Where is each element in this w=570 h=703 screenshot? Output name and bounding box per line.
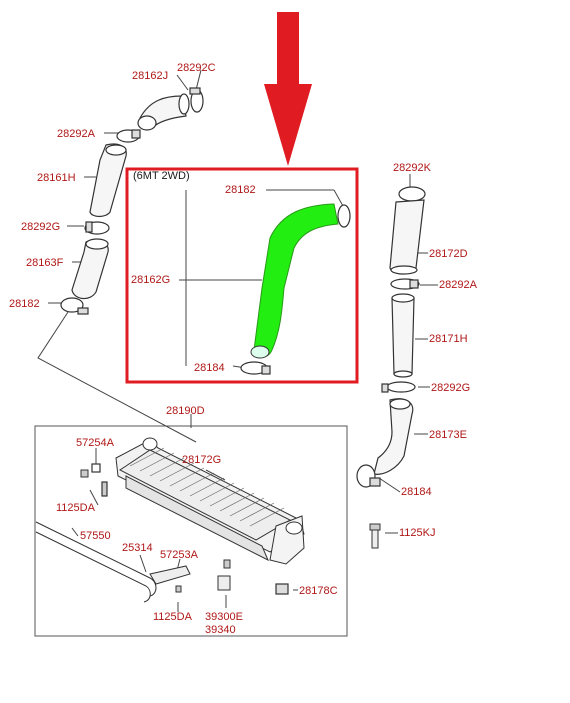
clamp-28292K xyxy=(398,186,426,202)
label-28173E: 28173E xyxy=(429,429,467,441)
clamp-28292G-right xyxy=(381,381,416,393)
label-57550: 57550 xyxy=(80,530,111,542)
label-28292A-right: 28292A xyxy=(439,279,477,291)
label-1125DA-bottom: 1125DA xyxy=(153,611,192,623)
hose-28161H xyxy=(89,143,127,218)
highlight-box xyxy=(125,167,359,384)
label-39300E: 39300E xyxy=(205,611,243,623)
label-28190D: 28190D xyxy=(166,405,205,417)
clamp-28292G-left xyxy=(84,221,110,235)
label-28161H: 28161H xyxy=(37,172,76,184)
clamp-28184-right xyxy=(356,464,381,488)
intercooler-28172G xyxy=(115,437,305,565)
clamp-28292A-left xyxy=(116,129,141,143)
hose-28163F xyxy=(71,238,109,300)
label-28182-left: 28182 xyxy=(9,298,40,310)
rod-57550 xyxy=(35,521,157,603)
label-57254A: 57254A xyxy=(76,437,114,449)
label-28172D: 28172D xyxy=(429,248,468,260)
label-28292A-left: 28292A xyxy=(57,128,95,140)
label-28172G: 28172G xyxy=(182,454,222,466)
label-57253A: 57253A xyxy=(160,549,198,561)
clamp-28292A-right xyxy=(390,278,420,290)
bolt-1125KJ xyxy=(369,523,381,549)
label-39340: 39340 xyxy=(205,624,236,636)
label-28292K: 28292K xyxy=(393,162,431,174)
clamp-28292C xyxy=(189,87,204,113)
label-28182-box: 28182 xyxy=(225,184,256,196)
bracket-57254A xyxy=(91,463,108,497)
hose-28162G-highlighted xyxy=(250,203,351,359)
pipe-28171H xyxy=(391,293,415,378)
label-28184-right: 28184 xyxy=(401,486,432,498)
clamp-28182-left xyxy=(60,297,89,315)
label-28178C: 28178C xyxy=(299,585,338,597)
plug-28178C xyxy=(275,583,289,595)
label-28162J: 28162J xyxy=(132,70,169,82)
label-1125DA-top: 1125DA xyxy=(56,502,95,514)
clamp-28184-box xyxy=(240,361,271,375)
label-28163F: 28163F xyxy=(26,257,64,269)
sensor-39300E xyxy=(217,559,231,591)
leader-lines xyxy=(37,69,438,612)
group-label: (6MT 2WD) xyxy=(133,170,190,182)
red-down-arrow xyxy=(264,12,312,166)
label-28184-box: 28184 xyxy=(194,362,225,374)
hose-28172D xyxy=(389,199,425,275)
label-28292G-left: 28292G xyxy=(21,221,61,233)
label-25314: 25314 xyxy=(122,542,153,554)
bracket-57253A xyxy=(149,565,191,593)
hose-28173E xyxy=(373,398,414,475)
label-28292G-right: 28292G xyxy=(431,382,471,394)
label-1125KJ: 1125KJ xyxy=(399,527,436,539)
label-28171H: 28171H xyxy=(429,333,468,345)
hose-28162J xyxy=(137,93,190,131)
label-28292C: 28292C xyxy=(177,62,216,74)
label-28162G: 28162G xyxy=(131,274,171,286)
bolt-1125DA-top xyxy=(80,469,89,478)
